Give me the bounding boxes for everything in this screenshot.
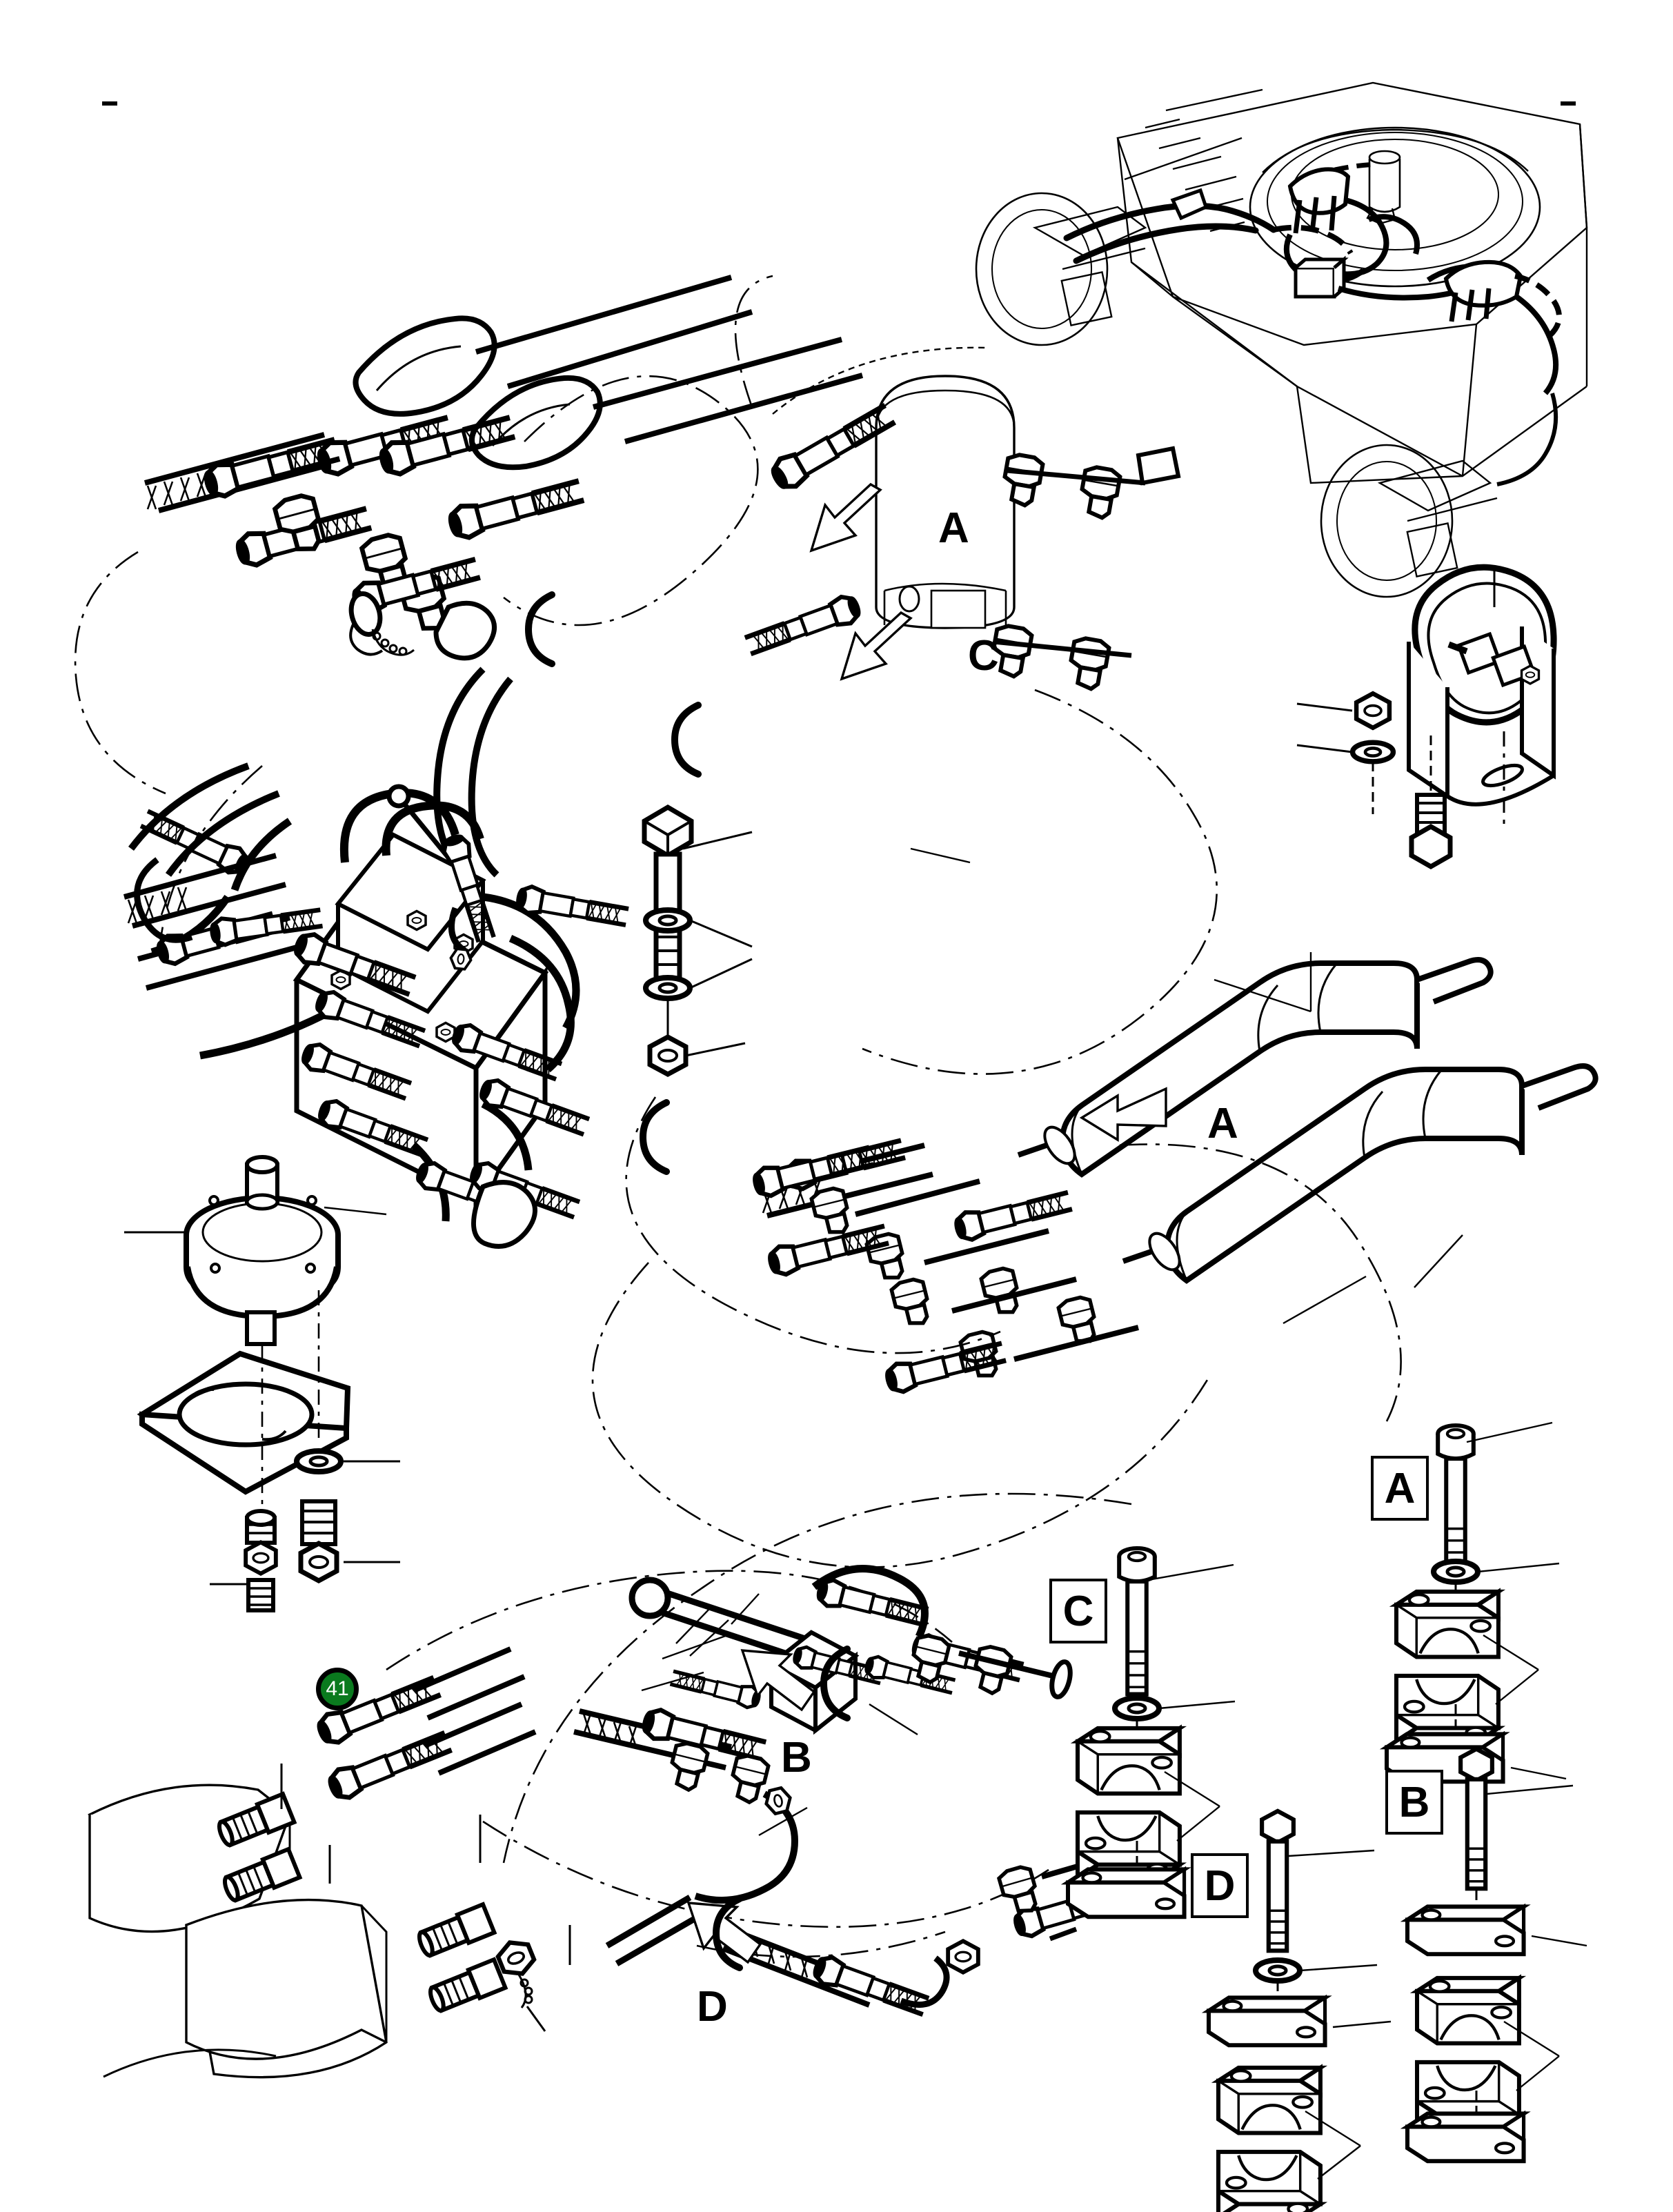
hydraulic-cylinder-pair bbox=[1017, 952, 1598, 1325]
boxed-label-a: A bbox=[1371, 1456, 1429, 1521]
arrow-b bbox=[740, 1649, 816, 1712]
arrow-a-middle bbox=[1079, 1087, 1167, 1143]
boxed-label-c: C bbox=[1049, 1579, 1107, 1643]
boxed-label-b: B bbox=[1385, 1770, 1443, 1835]
machine-overview-illustration bbox=[975, 81, 1588, 598]
clamp-block-group-a bbox=[1387, 1421, 1567, 1781]
boxed-label-d: D bbox=[1191, 1853, 1249, 1918]
upper-drop-hose bbox=[433, 666, 513, 971]
arrow-a-upper bbox=[809, 482, 882, 553]
arrow-label-a-upper: A bbox=[938, 504, 969, 552]
part-badge-41[interactable]: 41 bbox=[316, 1668, 359, 1710]
valve-manifold-block bbox=[139, 784, 629, 1249]
lower-hose-routing bbox=[573, 1565, 1132, 2020]
explode-arrows bbox=[686, 482, 1167, 1964]
accumulator-assembly bbox=[124, 1155, 400, 1612]
arrow-label-a-middle: A bbox=[1207, 1100, 1238, 1147]
swivel-joint-ports bbox=[743, 400, 1181, 691]
band-clamp-assembly bbox=[1296, 564, 1557, 870]
arrow-label-d: D bbox=[697, 1983, 728, 2031]
arrow-label-c: C bbox=[968, 632, 999, 680]
arrow-label-b: B bbox=[781, 1734, 812, 1781]
bolt-washer-nut-stack bbox=[642, 804, 753, 1074]
swivel-joint-cylinder bbox=[772, 346, 1016, 629]
misc-leaders bbox=[324, 847, 971, 1692]
cylinder-port-fittings bbox=[752, 1135, 1139, 1394]
upper-left-fittings bbox=[204, 411, 586, 661]
manifold-inlet-hoses bbox=[123, 762, 324, 991]
clamp-block-group-d bbox=[1209, 1811, 1392, 2212]
routing-centerlines bbox=[74, 275, 1402, 1958]
lower-cylinder-ports bbox=[88, 1646, 571, 2079]
hose-break-marks bbox=[524, 591, 851, 1971]
arrow-d bbox=[686, 1902, 762, 1964]
clamp-block-group-b bbox=[1407, 1749, 1587, 2161]
registration-marks bbox=[102, 101, 1576, 106]
arrow-c bbox=[840, 611, 913, 681]
